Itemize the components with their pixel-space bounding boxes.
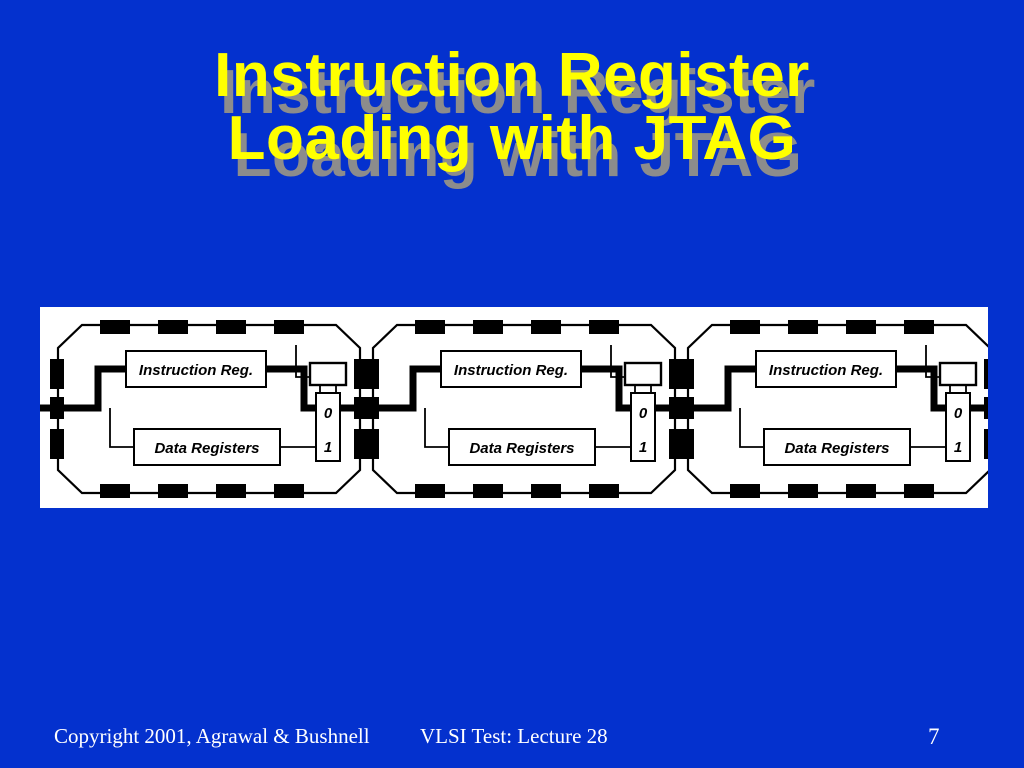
- instruction-register-label: Instruction Reg.: [139, 362, 253, 379]
- chip-pads-left: [680, 359, 694, 459]
- footer-page-number: 7: [928, 724, 940, 749]
- mux-selector: 0 1: [630, 392, 656, 462]
- mux-input-0-label: 0: [954, 405, 963, 422]
- mux-input-0-label: 0: [639, 405, 648, 422]
- jtag-chain-svg: Instruction Reg. Data Registers: [40, 320, 988, 498]
- title-line-1: Instruction Register: [214, 41, 810, 110]
- title-line-2: Loading with JTAG: [227, 104, 797, 174]
- data-registers-block: Data Registers: [763, 428, 911, 466]
- chip-pads-left: [365, 359, 379, 459]
- mux-control: [925, 345, 978, 393]
- instruction-register-label: Instruction Reg.: [454, 362, 568, 379]
- chip-pads-top: [100, 320, 304, 334]
- chip-pads-bottom: [415, 484, 619, 498]
- mux-input-1-label: 1: [954, 439, 962, 456]
- chip-3: Instruction Reg. Data Registers 0 1: [680, 320, 988, 498]
- chip-2: Instruction Reg. Data Registers 0 1: [365, 320, 683, 498]
- mux-control: [295, 345, 348, 393]
- mux-input-1-label: 1: [324, 439, 332, 456]
- data-registers-block: Data Registers: [133, 428, 281, 466]
- slide-footer: Copyright 2001, Agrawal & Bushnell VLSI …: [0, 718, 1024, 758]
- chip-pads-bottom: [730, 484, 934, 498]
- page-title: Instruction Register Loading with JTAG: [0, 41, 1024, 174]
- data-registers-label: Data Registers: [784, 440, 889, 457]
- footer-copyright: Copyright 2001, Agrawal & Bushnell: [54, 724, 370, 748]
- chip-pads-left: [50, 359, 64, 459]
- chip-pads-top: [730, 320, 934, 334]
- mux-control: [610, 345, 663, 393]
- chip-internal-wiring: [694, 365, 988, 448]
- mux-input-0-label: 0: [324, 405, 333, 422]
- instruction-register-label: Instruction Reg.: [769, 362, 883, 379]
- mux-selector: 0 1: [945, 392, 971, 462]
- data-registers-label: Data Registers: [154, 440, 259, 457]
- chip-internal-wiring: [379, 365, 683, 448]
- data-registers-label: Data Registers: [469, 440, 574, 457]
- footer-lecture-title: VLSI Test: Lecture 28: [420, 724, 608, 748]
- mux-selector: 0 1: [315, 392, 341, 462]
- instruction-register-block: Instruction Reg.: [755, 350, 897, 388]
- jtag-chain-diagram: Instruction Reg. Data Registers: [40, 307, 988, 508]
- mux-input-1-label: 1: [639, 439, 647, 456]
- chip-1: Instruction Reg. Data Registers: [50, 320, 368, 498]
- instruction-register-block: Instruction Reg.: [440, 350, 582, 388]
- instruction-register-block: Instruction Reg.: [125, 350, 267, 388]
- chip-internal-wiring: [64, 365, 368, 448]
- chip-pads-bottom: [100, 484, 304, 498]
- data-registers-block: Data Registers: [448, 428, 596, 466]
- chip-pads-top: [415, 320, 619, 334]
